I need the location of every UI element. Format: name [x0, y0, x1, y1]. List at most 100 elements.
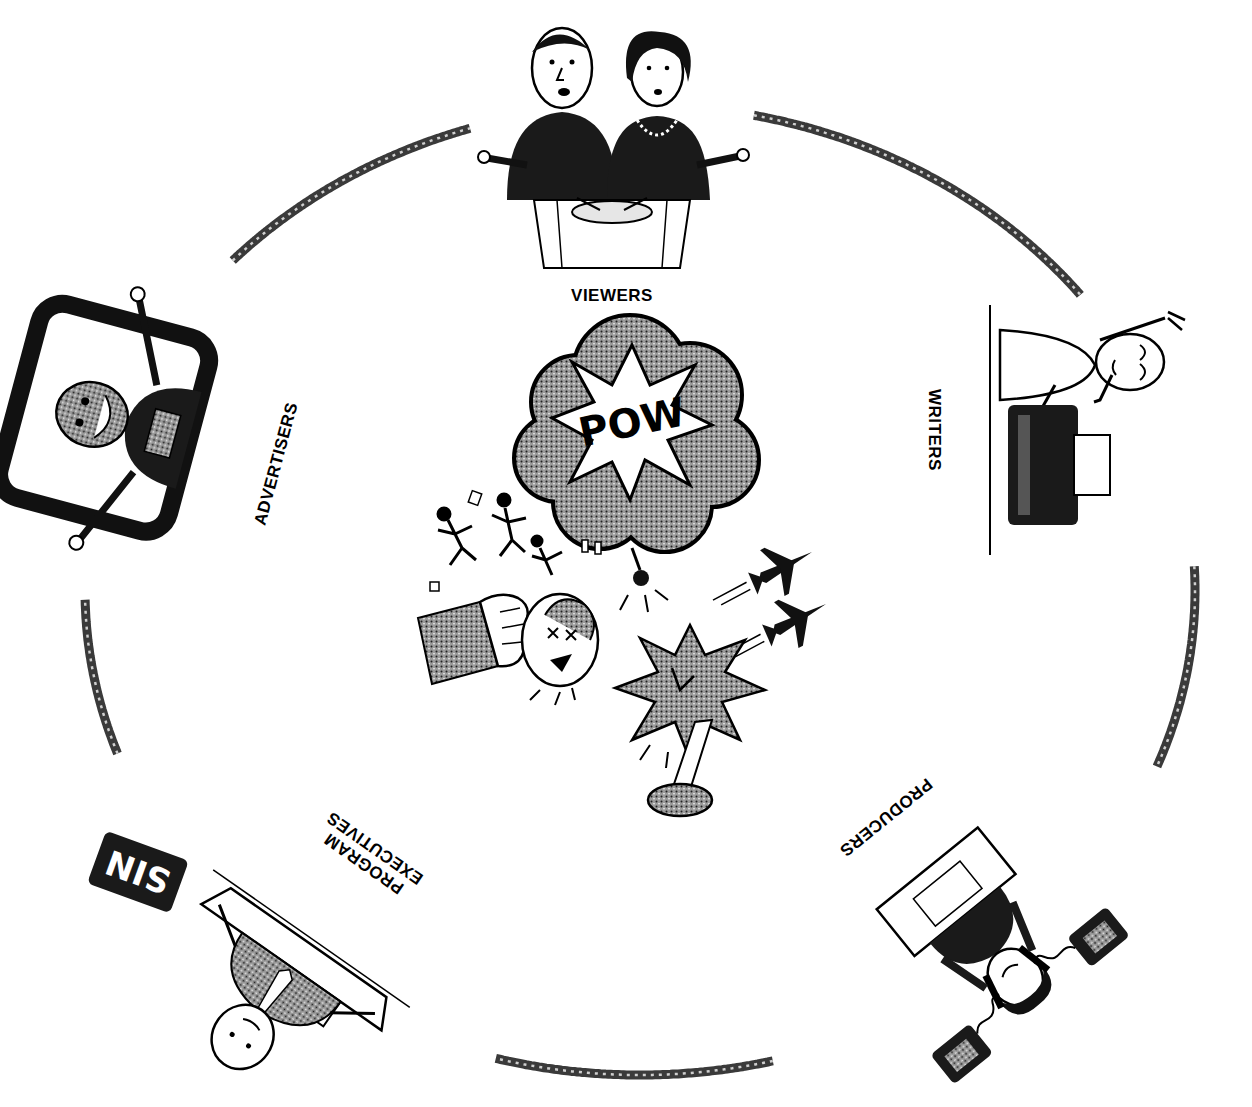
telephone — [930, 1024, 993, 1085]
eye — [550, 60, 555, 65]
cartoon-group: VIEWERS — [482, 10, 742, 310]
knuckles — [500, 608, 524, 644]
man-body — [507, 112, 617, 200]
necklace — [637, 120, 677, 135]
paper — [1074, 435, 1110, 495]
console-line — [557, 200, 667, 268]
ring-arc — [496, 1058, 773, 1075]
man-head — [532, 28, 592, 108]
fingers — [1168, 312, 1185, 330]
victim-hair — [545, 599, 594, 640]
jet — [717, 581, 839, 679]
dial — [944, 1039, 978, 1072]
group-label: WRITERS — [924, 389, 944, 471]
sign-plate — [87, 831, 189, 914]
hand — [68, 534, 85, 551]
cartoon-group: ADVERTISERS — [0, 272, 322, 589]
pipe — [1094, 375, 1112, 402]
hand — [129, 286, 146, 303]
mouth — [654, 89, 662, 95]
ring-arc-texture — [85, 600, 117, 754]
writer-head — [1096, 334, 1164, 390]
group-label: ADVERTISERS — [251, 400, 303, 527]
cloud-outline — [516, 317, 757, 550]
tie — [254, 965, 296, 1015]
keys — [1018, 415, 1030, 515]
starburst — [552, 345, 712, 500]
phone-cord — [966, 994, 1009, 1034]
nose — [557, 68, 564, 80]
ring-arc — [754, 115, 1080, 294]
sound-effect-text: SIN — [100, 842, 175, 902]
ring-arc — [233, 128, 470, 260]
telephone — [1067, 906, 1130, 967]
eye — [80, 396, 90, 406]
group-label: PRODUCERS — [835, 774, 935, 860]
dial — [1083, 920, 1117, 953]
leg — [672, 720, 712, 790]
sound-effect-text: POW — [575, 388, 690, 455]
eyebrows — [1140, 345, 1145, 380]
handset — [979, 975, 1007, 1007]
advertisers-cartoon — [0, 265, 224, 571]
man-hair — [532, 34, 590, 52]
eye — [665, 66, 670, 71]
arm — [697, 156, 740, 165]
victim-head — [522, 594, 598, 686]
group-label: VIEWERS — [571, 286, 653, 306]
ring-arc-texture — [496, 1058, 773, 1075]
ring-arc-band — [85, 600, 117, 754]
mouth — [1000, 962, 1018, 978]
shoe — [648, 784, 712, 816]
arm — [487, 158, 527, 165]
eye — [75, 418, 85, 428]
desk-edge — [989, 305, 991, 555]
plate — [572, 201, 652, 223]
fuse — [632, 548, 640, 570]
ring-arc — [1157, 566, 1195, 766]
writers-cartoon — [990, 305, 1185, 555]
tv-console — [534, 200, 690, 268]
ring-arc-band — [496, 1058, 773, 1075]
ring-arc-texture — [754, 115, 1080, 294]
explosion-mark — [672, 668, 694, 690]
typewriter — [1008, 405, 1078, 525]
motion-lines — [640, 745, 668, 768]
product-box — [144, 409, 181, 458]
flying-figures — [438, 494, 562, 575]
hand — [737, 149, 749, 161]
ring-arc-band — [233, 128, 470, 260]
impact-lines — [530, 688, 575, 705]
arm — [943, 902, 1044, 997]
advertiser-head — [49, 374, 135, 454]
cartoon-group: PRODUCERS — [784, 731, 1147, 1100]
ring-arc-band — [754, 115, 1080, 294]
hand — [478, 151, 490, 163]
spark — [620, 590, 668, 612]
ring-arc — [85, 600, 117, 754]
bomb — [633, 570, 649, 586]
ring-arc-texture — [1157, 566, 1195, 766]
mouth — [1113, 360, 1116, 375]
advertiser-body — [113, 375, 202, 488]
cartoon-group: PROGRAM EXECUTIVES — [114, 765, 485, 1107]
desk-edge — [213, 870, 410, 1008]
viewers-cartoon — [478, 28, 749, 268]
eye — [647, 66, 652, 71]
eye — [570, 60, 575, 65]
phone-cord — [1033, 935, 1076, 974]
finger — [577, 198, 647, 210]
open-mouth — [550, 654, 572, 672]
grin — [94, 395, 115, 440]
eye — [245, 1042, 252, 1049]
jet — [703, 529, 825, 627]
mouth — [243, 1017, 261, 1031]
curly-hair — [999, 966, 1060, 1023]
violence-montage — [418, 317, 838, 816]
writer-body — [1000, 330, 1095, 400]
eye — [229, 1031, 236, 1038]
woman-hair — [626, 31, 691, 82]
executive-head — [199, 993, 286, 1081]
